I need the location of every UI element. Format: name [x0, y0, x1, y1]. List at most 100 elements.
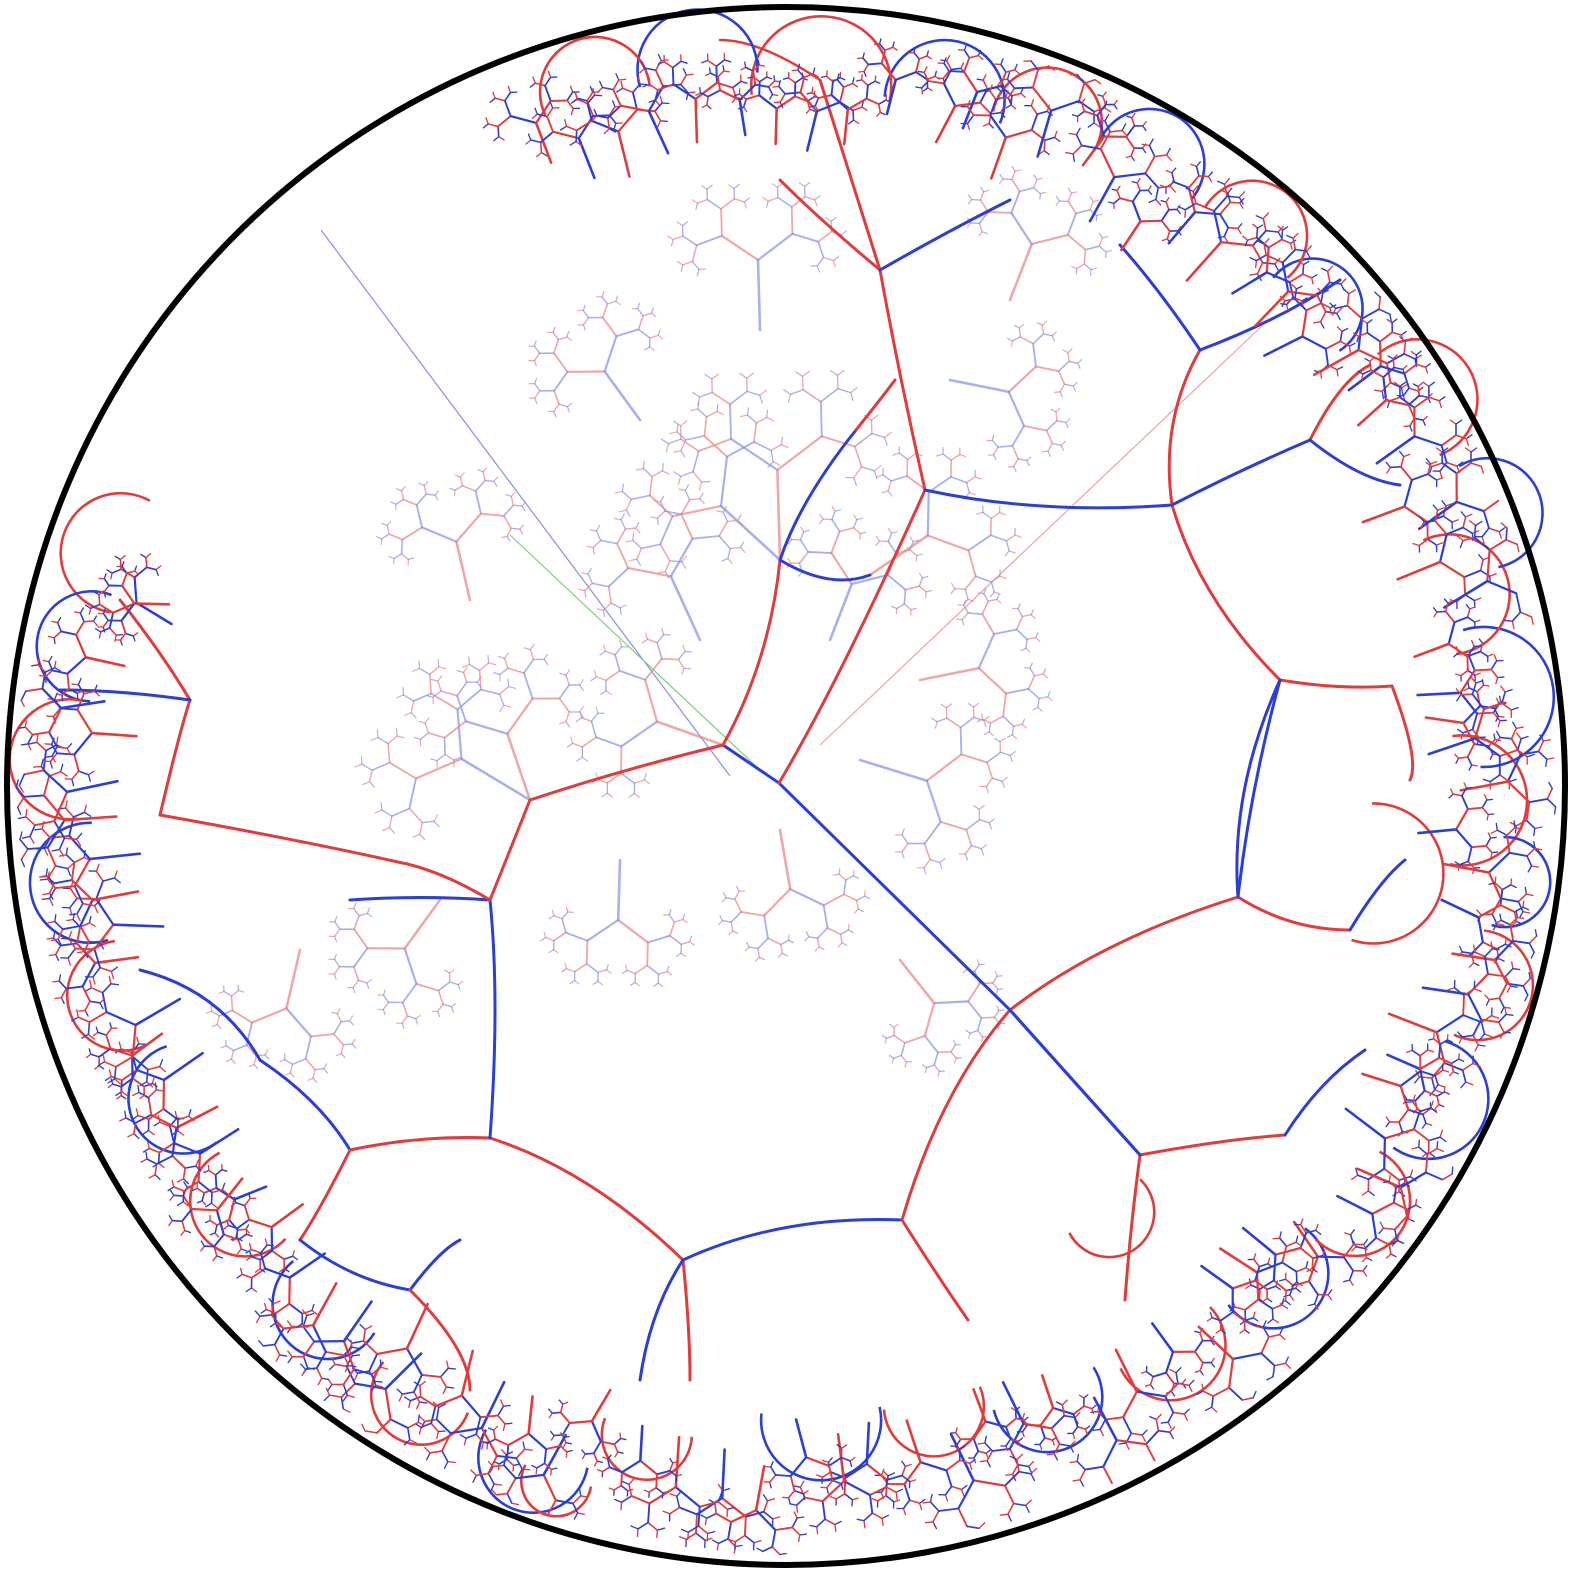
tree-branch: [657, 61, 665, 65]
tree-branch: [572, 1495, 582, 1505]
tree-branch: [334, 921, 341, 930]
tree-branch: [504, 652, 509, 660]
tree-branch: [863, 70, 867, 77]
tree-branch: [1482, 510, 1490, 530]
tree-branch: [969, 1462, 973, 1471]
tree-branch: [133, 602, 171, 606]
tree-branch: [1483, 702, 1503, 711]
tree-branch: [235, 1201, 246, 1207]
tree-branch: [53, 879, 73, 885]
tree-branch: [1084, 245, 1101, 251]
tree-branch: [126, 570, 136, 575]
tree-branch: [316, 1367, 323, 1380]
tree-branch: [108, 627, 117, 637]
tree-branch: [386, 524, 390, 535]
tree-branch: [863, 890, 866, 897]
tree-branch: [119, 558, 122, 570]
tree-branch: [497, 1414, 506, 1425]
tree-branch: [596, 86, 604, 93]
tree-branch: [974, 963, 980, 973]
tree-branch: [1007, 465, 1015, 468]
tree-branch: [197, 1180, 213, 1194]
tree-branch: [47, 706, 63, 734]
tree-branch: [691, 244, 698, 263]
tree-branch: [1072, 1405, 1085, 1416]
tree-branch: [1009, 754, 1013, 763]
tree-branch: [216, 1023, 222, 1030]
tree-branch: [65, 854, 76, 864]
tree-branch: [1411, 1146, 1420, 1150]
tree-branch: [162, 1108, 179, 1121]
tree-branch: [1506, 834, 1511, 854]
tree-branch: [592, 539, 602, 549]
tree-branch: [565, 674, 570, 686]
tree-branch: [1083, 1394, 1089, 1399]
tree-branch: [1364, 358, 1371, 362]
tree-branch: [834, 509, 842, 512]
tree-branch: [768, 1474, 777, 1483]
tree-branch: [99, 942, 105, 950]
tree-branch: [172, 1141, 202, 1155]
tree-branch: [619, 1432, 622, 1440]
tree-branch: [973, 1450, 980, 1459]
tree-branch: [52, 980, 60, 983]
tree-branch: [94, 1065, 100, 1070]
tree-branch: [113, 870, 118, 879]
tree-branch: [550, 1434, 555, 1441]
tree-branch: [60, 771, 68, 777]
tree-branch: [1454, 753, 1460, 759]
tree-branch: [1392, 1186, 1397, 1204]
tree-branch: [1279, 295, 1286, 302]
tree-branch: [1382, 376, 1388, 402]
tree-branch: [500, 1399, 505, 1407]
tree-branch: [934, 721, 938, 729]
tree-branch: [553, 389, 560, 405]
tree-branch: [39, 674, 47, 678]
tree-branch: [54, 914, 57, 923]
tree-branch: [672, 420, 682, 427]
tree-branch: [783, 389, 792, 395]
tree-branch: [1508, 778, 1517, 783]
tree-branch: [460, 1394, 482, 1419]
tree-branch: [210, 1202, 218, 1209]
tree-branch: [831, 518, 841, 533]
tree-branch: [182, 1190, 185, 1203]
tree-branch: [1142, 121, 1147, 127]
tree-branch: [1091, 1407, 1095, 1415]
tree-branch: [942, 82, 957, 108]
tree-branch: [1001, 776, 1009, 782]
tree-branch: [391, 807, 411, 817]
tree-branch: [1487, 738, 1496, 747]
tree-branch: [849, 1457, 856, 1462]
tree-branch: [1104, 1416, 1125, 1421]
tree-branch: [1414, 1089, 1426, 1102]
tree-branch: [1167, 1421, 1172, 1429]
tree-branch: [273, 1343, 281, 1356]
tree-branch: [839, 76, 846, 81]
tree-branch: [1220, 1329, 1226, 1334]
tree-branch: [1446, 1039, 1453, 1043]
tree-branch: [608, 105, 616, 117]
tree-branch: [1004, 550, 1010, 557]
tree-branch: [419, 1384, 422, 1398]
tree-branch: [1255, 259, 1258, 269]
tree-branch: [533, 359, 537, 367]
tree-branch: [592, 980, 599, 986]
tree-branch: [340, 1052, 346, 1059]
tree-branch: [247, 1218, 273, 1229]
tree-branch: [987, 454, 995, 456]
cell-arc: [1227, 1227, 1330, 1330]
tree-branch: [52, 931, 56, 939]
tree-branch: [534, 397, 538, 404]
tree-branch: [880, 49, 886, 65]
tree-branch: [1166, 230, 1171, 240]
tree-branch: [81, 985, 91, 1003]
axis-lines: [320, 229, 1263, 777]
tree-branch: [245, 1248, 252, 1254]
tree-branch: [1077, 362, 1081, 369]
tree-branch: [1042, 333, 1053, 337]
tree-branch: [942, 453, 952, 461]
tree-branch: [69, 897, 78, 909]
tree-branch: [1026, 460, 1030, 467]
tree-branch: [105, 1027, 113, 1036]
